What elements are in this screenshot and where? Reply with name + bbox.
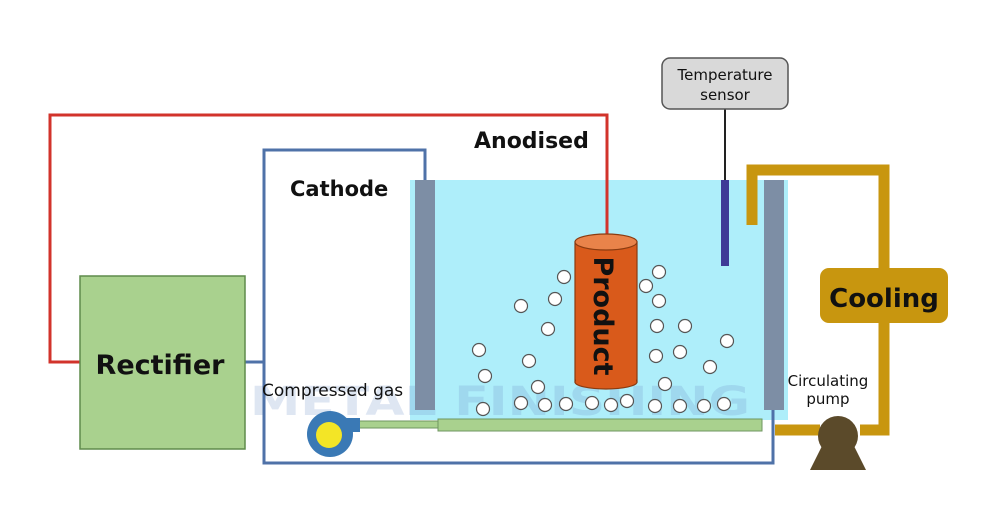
gas-bubble <box>649 318 665 334</box>
sparger-pipe <box>437 418 763 432</box>
gas-bubbles <box>471 264 735 417</box>
gas-bubble <box>521 353 537 369</box>
cathode-label: Cathode <box>290 177 388 201</box>
sensor-probe <box>721 180 729 266</box>
blower-core <box>316 422 342 448</box>
product-top <box>574 233 638 251</box>
pump-label-line1: Circulating <box>788 372 869 390</box>
gas-bubble <box>719 333 735 349</box>
gas-bubble <box>584 395 600 411</box>
gas-feed-pipe <box>349 420 441 429</box>
gas-bubble <box>537 397 553 413</box>
cathode-wire-bottom <box>262 362 775 465</box>
product-label: Product <box>587 256 618 375</box>
sensor-label-line1: Temperature <box>676 66 772 84</box>
cathode-plate-right <box>764 180 784 410</box>
temperature-sensor-box <box>661 57 789 110</box>
gas-bubble <box>619 393 635 409</box>
gas-bubble <box>672 344 688 360</box>
gas-bubble <box>651 293 667 309</box>
gas-bubble <box>471 342 487 358</box>
product-cylinder: Product <box>574 233 638 390</box>
cathode-plate-left <box>415 180 435 410</box>
gas-bubble <box>702 359 718 375</box>
cooling-pipe <box>746 164 890 436</box>
gas-bubble <box>603 397 619 413</box>
gas-bubble <box>530 379 546 395</box>
gas-bubble <box>558 396 574 412</box>
anode-wire <box>48 113 609 364</box>
gas-bubble <box>696 398 712 414</box>
gas-bubble <box>651 264 667 280</box>
sensor-label-line2: sensor <box>700 86 751 104</box>
gas-bubble <box>513 395 529 411</box>
gas-bubble <box>638 278 654 294</box>
gas-bubble <box>540 321 556 337</box>
gas-bubble <box>716 396 732 412</box>
rectifier-box <box>79 275 246 450</box>
pump-base <box>810 446 866 470</box>
cathode-wire-left <box>245 148 427 364</box>
gas-bubble <box>648 348 664 364</box>
product-body-fill <box>576 242 636 381</box>
rectifier-label: Rectifier <box>96 350 226 381</box>
gas-bubble <box>672 398 688 414</box>
anodised-label: Anodised <box>474 129 589 154</box>
cooling-label: Cooling <box>829 284 939 314</box>
gas-bubble <box>556 269 572 285</box>
gas-bubble <box>513 298 529 314</box>
gas-bubble <box>547 291 563 307</box>
gas-bubble <box>647 398 663 414</box>
gas-bubble <box>657 376 673 392</box>
gas-bubble <box>477 368 493 384</box>
compressed-gas-label: Compressed gas <box>262 381 403 401</box>
gas-bubble <box>677 318 693 334</box>
pump-label-line2: pump <box>806 390 849 408</box>
cooling-unit <box>820 268 948 323</box>
gas-bubble <box>475 401 491 417</box>
